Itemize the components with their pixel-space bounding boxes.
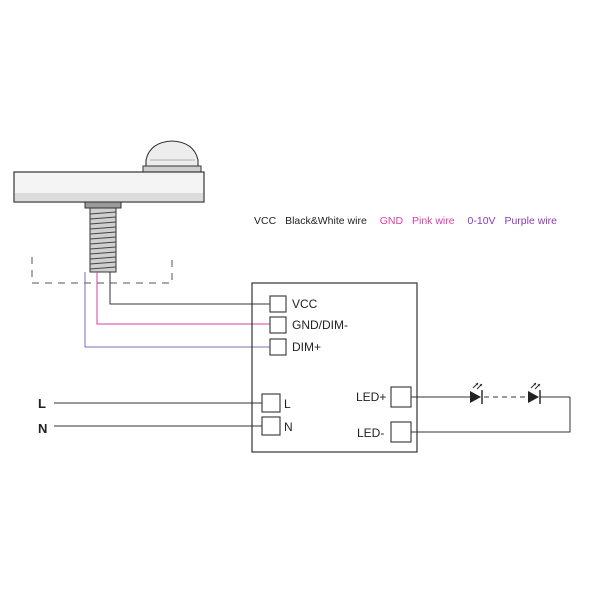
sensor-nut: [84, 201, 122, 209]
terminal-led-minus: [390, 421, 412, 443]
legend-line: VCC Black&White wire GND Pink wire 0-10V…: [254, 215, 557, 227]
sensor-device: [13, 140, 205, 273]
wire-gnd: [96, 272, 270, 325]
terminal-n-label: N: [284, 420, 293, 434]
mains-n-label: N: [38, 421, 47, 436]
sensor-dome: [145, 140, 199, 171]
driver-box: [251, 282, 418, 453]
terminal-dim-plus: [269, 338, 287, 356]
legend-dim-wire: Purple wire: [504, 215, 557, 227]
terminal-vcc-label: VCC: [292, 297, 318, 311]
led-return-wire: [411, 397, 571, 433]
terminal-n: [261, 416, 281, 436]
mains-l-label: L: [38, 396, 46, 411]
wire-vcc: [109, 272, 270, 305]
legend-dim-label: 0-10V: [468, 215, 496, 227]
terminal-gnd-dim: [269, 316, 287, 334]
led-symbol-2: [528, 382, 541, 404]
terminal-led-plus-label: LED+: [356, 390, 386, 404]
terminal-l-label: L: [284, 397, 291, 411]
legend-gnd-label: GND: [380, 215, 404, 227]
legend-vcc-label: VCC: [254, 215, 277, 227]
terminal-gnd-dim-label: GND/DIM-: [292, 318, 348, 332]
sensor-stem-threads: [89, 211, 117, 270]
led-symbol-1: [470, 382, 483, 404]
terminal-led-minus-label: LED-: [357, 426, 384, 440]
legend-vcc-wire: Black&White wire: [285, 215, 367, 227]
wire-dim: [84, 272, 270, 348]
terminal-l: [261, 393, 281, 413]
terminal-led-plus: [390, 386, 412, 408]
mounting-surface-outline: [31, 257, 173, 284]
terminal-dim-plus-label: DIM+: [292, 340, 321, 354]
sensor-housing-shade: [15, 193, 203, 201]
legend-gnd-wire: Pink wire: [412, 215, 455, 227]
terminal-vcc: [269, 295, 287, 313]
